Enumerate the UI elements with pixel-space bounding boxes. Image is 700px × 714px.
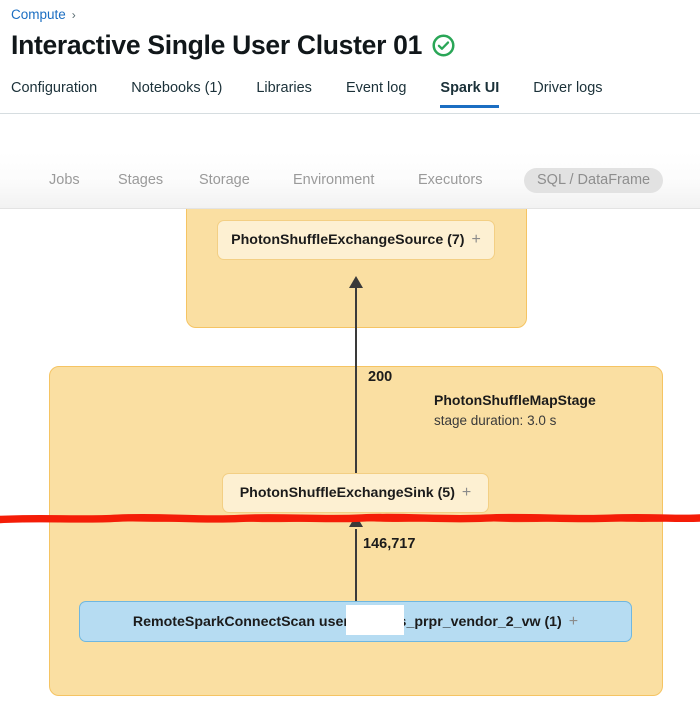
spark-tab-stages[interactable]: Stages [118,172,164,188]
edge-line-sink-to-source [355,284,357,474]
breadcrumb-link-compute[interactable]: Compute [11,7,66,22]
node-label-suffix: nd.fs_prpr_vendor_2_vw (1) [372,613,562,630]
expand-icon[interactable]: + [461,484,472,501]
sql-dag-canvas[interactable]: PhotonShuffleMapStage stage duration: 3.… [0,209,700,714]
node-label: PhotonShuffleExchangeSink (5) [239,485,455,501]
page-title-row: Interactive Single User Cluster 01 [11,30,455,61]
red-annotation-stroke [0,513,700,524]
page-title: Interactive Single User Cluster 01 [11,30,423,60]
tab-notebooks[interactable]: Notebooks (1) [131,80,223,96]
spark-tab-storage[interactable]: Storage [199,172,250,188]
node-label-prefix: RemoteSparkConnectScan users.ja [132,613,373,630]
edge-label-200: 200 [368,369,393,385]
expand-icon[interactable]: + [568,612,579,630]
check-circle-icon [432,34,455,57]
spark-tab-jobs[interactable]: Jobs [49,172,80,188]
stage-duration: stage duration: 3.0 s [434,413,557,428]
stage-title: PhotonShuffleMapStage [434,392,596,408]
primary-tab-bar[interactable]: Configuration Notebooks (1) Libraries Ev… [11,80,689,108]
tab-event-log[interactable]: Event log [345,80,407,96]
edge-arrowhead-sink-to-source [349,276,363,288]
chevron-right-icon: › [71,7,76,22]
redaction-block [346,605,404,635]
tab-configuration[interactable]: Configuration [11,80,98,96]
edge-label-row-count: 146,717 [363,536,416,552]
spark-ui-navbar[interactable]: Jobs Stages Storage Environment Executor… [0,152,700,209]
spark-tab-sql-dataframe[interactable]: SQL / DataFrame [524,168,664,193]
node-photon-shuffle-exchange-source[interactable]: PhotonShuffleExchangeSource (7) + [217,220,495,260]
node-label: PhotonShuffleExchangeSource (7) [231,232,465,248]
spark-tab-environment[interactable]: Environment [293,172,375,188]
tab-libraries[interactable]: Libraries [256,80,312,96]
tab-bar-divider [0,113,700,114]
tab-spark-ui[interactable]: Spark UI [440,80,500,108]
expand-icon[interactable]: + [471,231,481,248]
edge-line-scan-to-sink [355,529,357,601]
tab-driver-logs[interactable]: Driver logs [533,80,603,96]
node-photon-shuffle-exchange-sink[interactable]: PhotonShuffleExchangeSink (5) + [222,473,489,513]
spark-tab-executors[interactable]: Executors [418,172,483,188]
breadcrumb: Compute › [11,7,76,22]
